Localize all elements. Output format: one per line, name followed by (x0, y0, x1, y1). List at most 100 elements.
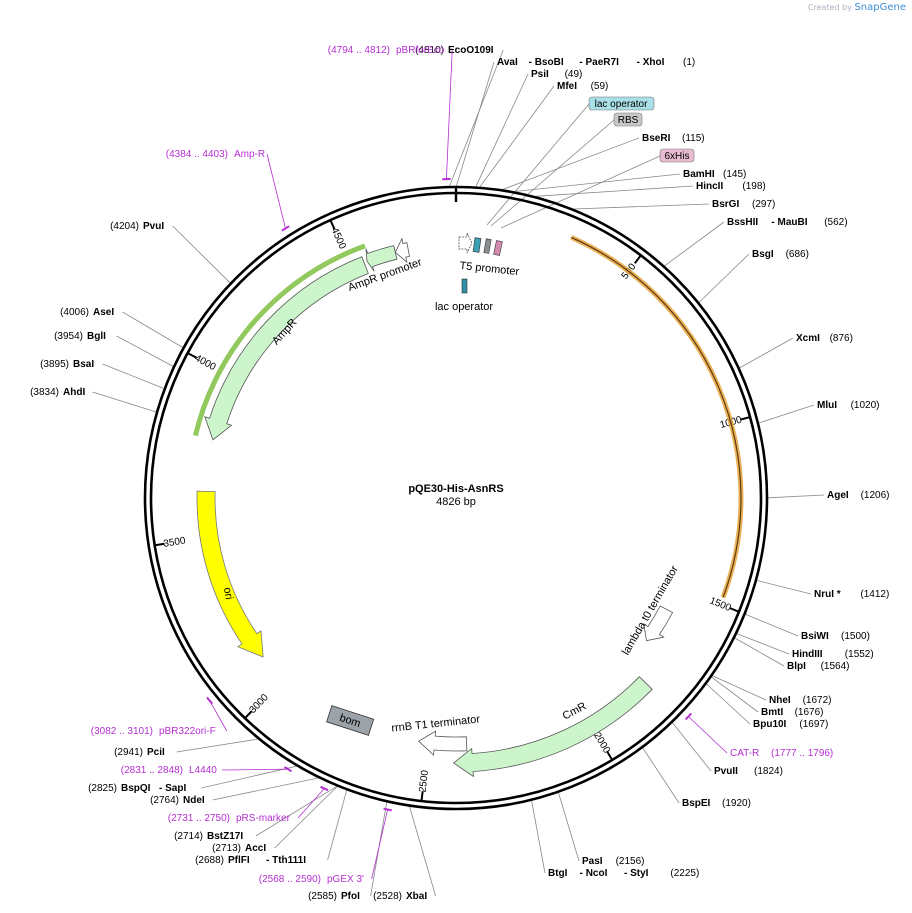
enzyme-location: (3954) (54, 331, 83, 342)
primer-location: (3082 .. 3101) (91, 726, 153, 737)
feature-bom[interactable]: bom (326, 705, 375, 736)
lac-operator-box (588, 96, 655, 111)
boxed-lac-operator[interactable]: lac operator (588, 96, 655, 111)
primer-mark (283, 766, 293, 773)
enzyme-site-mfei[interactable]: MfeI(59) (557, 81, 608, 92)
enzyme-site-bspqi[interactable]: BspQI- SapI(2825) (88, 783, 186, 794)
boxed-rbs[interactable]: RBS (613, 112, 643, 127)
enzyme-site-bsrgi[interactable]: BsrGI(297) (712, 199, 775, 210)
primer-location: (1777 .. 1796) (771, 748, 833, 759)
enzyme-location: (1920) (722, 798, 751, 809)
primer-mark (281, 225, 290, 232)
t5-promoter-label: T5 promoter (459, 260, 520, 278)
enzyme-leader (711, 676, 759, 713)
enzyme-site-bamhi[interactable]: BamHI(145) (683, 169, 746, 180)
enzyme-site-bgli[interactable]: BglI (3954) (54, 331, 106, 342)
enzyme-site-pflfi[interactable]: PflFI- Tth111I(2688) (195, 855, 306, 866)
ampr-promoter-arrow (365, 245, 398, 272)
primer-prs-marker[interactable]: (2731 .. 2750)pRS-marker (168, 785, 329, 824)
enzyme-location: (1697) (799, 719, 828, 730)
enzyme-site-bsiwi[interactable]: BsiWI(1500) (801, 631, 870, 642)
enzyme-site-bspei[interactable]: BspEI(1920) (682, 798, 751, 809)
enzyme-name: PvuI (143, 221, 164, 232)
enzyme-site-acci[interactable]: AccI(2713) (212, 843, 266, 854)
enzyme-site-ndei[interactable]: NdeI(2764) (150, 795, 205, 806)
enzyme-site-asei[interactable]: AseI(4006) (60, 307, 114, 318)
enzyme-isoschizomer: - MauBI (771, 217, 807, 228)
enzyme-site-bsai[interactable]: BsaI(3895) (40, 359, 94, 370)
enzyme-site-pasi[interactable]: PasI(2156) (582, 856, 645, 867)
enzyme-site-bsgi[interactable]: BsgI(686) (752, 249, 809, 260)
enzyme-site-psii[interactable]: PsiI(49) (531, 69, 582, 80)
enzyme-isoschizomer: - Tth111I (266, 855, 306, 866)
enzyme-site-avai[interactable]: AvaI- BsoBI- PaeR7I- XhoI(1) (497, 57, 695, 68)
enzyme-site-pcii[interactable]: PciI(2941) (114, 747, 165, 758)
enzyme-name: PsiI (531, 69, 549, 80)
ruler-tick-2000 (606, 750, 613, 760)
primer-pbrforeco[interactable]: (4794 .. 4812)pBRforEco (328, 45, 453, 181)
cmr-glow-line (571, 236, 742, 598)
enzyme-site-hindiii[interactable]: HindIII(1552) (792, 649, 874, 660)
enzyme-location: (2585) (308, 891, 337, 902)
enzyme-site-bsshii[interactable]: BssHII- MauBI(562) (727, 217, 848, 228)
t5-promoter-glyphs[interactable] (458, 232, 503, 294)
enzyme-isoschizomer: - NcoI (580, 868, 608, 879)
plasmid-size: 4826 bp (436, 496, 476, 508)
enzyme-site-bmti[interactable]: BmtI(1676) (761, 707, 824, 718)
enzyme-site-nhei[interactable]: NheI(1672) (769, 695, 832, 706)
enzyme-site-pvuii[interactable]: PvuII(1824) (714, 766, 783, 777)
enzyme-site-hincii[interactable]: HincII(198) (696, 181, 766, 192)
primer-labels: (4794 .. 4812)pBRforEco (4384 .. 4403)Amp… (91, 45, 834, 885)
enzyme-name: BglI (87, 331, 106, 342)
enzyme-leader (712, 675, 767, 701)
ori-arrow (196, 490, 264, 658)
enzyme-site-agei[interactable]: AgeI(1206) (827, 490, 890, 501)
enzyme-site-xbai[interactable]: XbaI(2528) (373, 891, 427, 902)
enzyme-site-nrui[interactable]: NruI *(1412) (814, 589, 889, 600)
enzyme-site-pvui[interactable]: PvuI(4204) (110, 221, 164, 232)
primer-name: CAT-R (730, 748, 759, 759)
primer-leader (209, 700, 228, 732)
primer-amp-r[interactable]: (4384 .. 4403)Amp-R (166, 149, 290, 232)
enzyme-site-blpi[interactable]: BlpI(1564) (787, 661, 850, 672)
enzyme-site-mlui[interactable]: MluI(1020) (817, 400, 880, 411)
enzyme-leader (736, 633, 790, 655)
enzyme-leader (502, 137, 640, 190)
primer-location: (4384 .. 4403) (166, 149, 228, 160)
enzyme-site-bpu10i[interactable]: Bpu10I(1697) (753, 719, 828, 730)
primer-pgex-3[interactable]: (2568 .. 2590)pGEX 3' (259, 807, 392, 885)
enzyme-location: (297) (752, 199, 775, 210)
enzyme-leader (327, 790, 348, 861)
cmr-arrow (452, 676, 653, 778)
enzyme-name: AvaI (497, 57, 518, 68)
feature-ampr[interactable] (192, 243, 369, 441)
lambda-t0-terminator-arrow[interactable] (643, 605, 674, 642)
enzyme-name: AhdI (63, 387, 85, 398)
primer-cat-r[interactable]: CAT-R (1777 .. 1796) (684, 712, 834, 759)
enzyme-name: BssHII (727, 217, 758, 228)
primer-location: (4794 .. 4812) (328, 45, 390, 56)
primer-leader (371, 809, 388, 880)
enzyme-site-bseri[interactable]: BseRI(115) (642, 133, 705, 144)
enzyme-site-pfoi[interactable]: PfoI(2585) (308, 891, 360, 902)
enzyme-site-xcmi[interactable]: XcmI(876) (796, 333, 853, 344)
enzyme-site-ecoo109i[interactable]: EcoO109I(4810) (415, 45, 494, 56)
enzyme-name: BsgI (752, 249, 774, 260)
feature-ampr-promoter[interactable] (365, 245, 398, 272)
enzyme-location: (59) (591, 81, 609, 92)
enzyme-name: BlpI (787, 661, 806, 672)
enzyme-site-ahdi[interactable]: AhdI(3834) (30, 387, 85, 398)
primer-pbr322ori-f[interactable]: (3082 .. 3101)pBR322ori-F (91, 696, 228, 737)
enzyme-leader (274, 786, 338, 849)
enzyme-name: BtgI (548, 868, 568, 879)
rrnb-t1-terminator-arrow[interactable] (418, 730, 468, 756)
boxed-6xhis[interactable]: 6xHis (659, 148, 695, 163)
primer-l4440[interactable]: (2831 .. 2848)L4440 (121, 765, 293, 776)
enzyme-site-bstz17i[interactable]: BstZ17I(2714) (174, 831, 243, 842)
feature-cmr[interactable] (452, 235, 744, 778)
feature-ori[interactable] (196, 490, 264, 658)
enzyme-site-btgi[interactable]: BtgI- NcoI- StyI(2225) (548, 868, 699, 879)
boxed-6xhis-text: 6xHis (664, 151, 689, 162)
t5-promoter-arrow (458, 232, 473, 254)
enzyme-name: BamHI (683, 169, 715, 180)
